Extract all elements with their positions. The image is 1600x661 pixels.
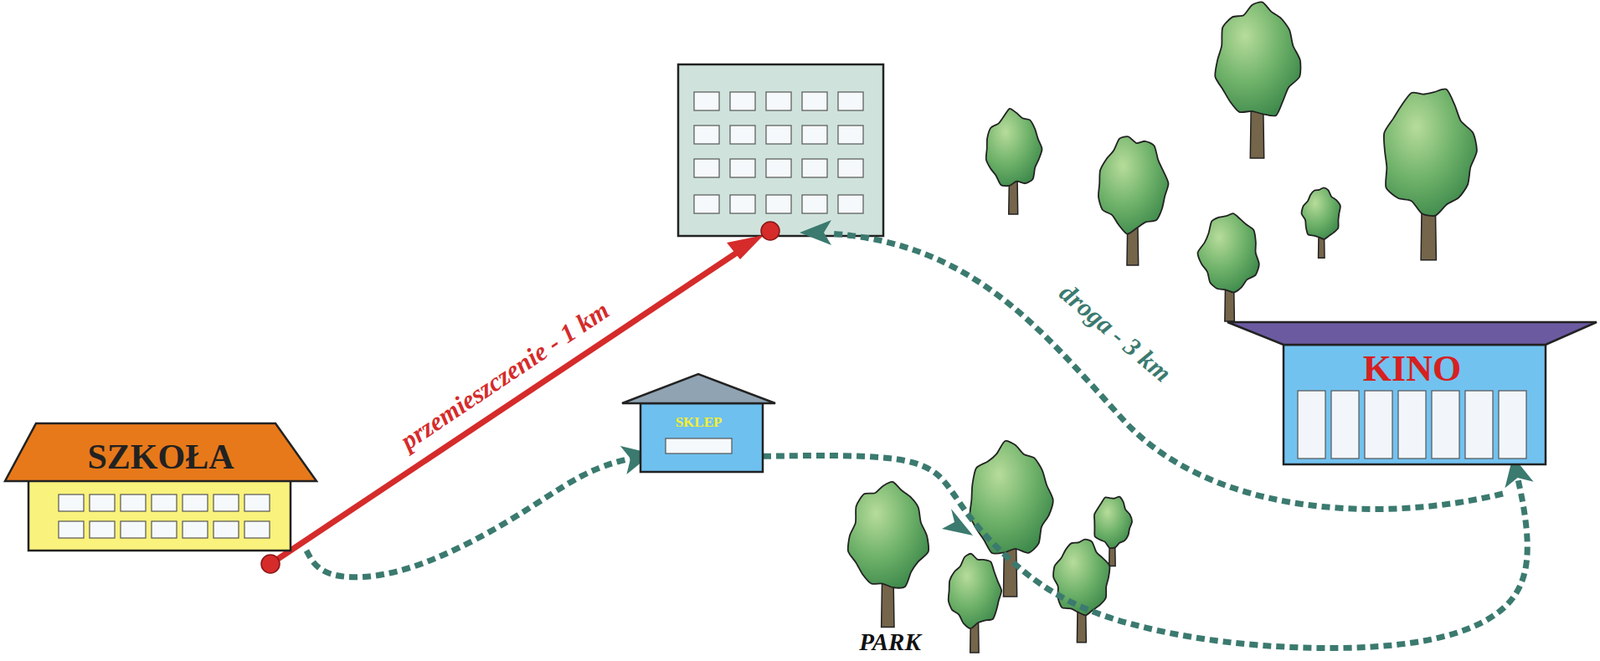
tree [1098, 136, 1169, 266]
start-dot [261, 555, 280, 574]
window [151, 521, 177, 539]
window [244, 494, 270, 512]
window [802, 92, 828, 111]
displacement-label: przemieszczenie - 1 km [392, 293, 618, 458]
window [244, 521, 270, 539]
block-windows [694, 92, 864, 214]
window [694, 195, 720, 214]
panel [1465, 390, 1493, 459]
panel [1498, 390, 1527, 459]
window [766, 159, 792, 178]
panel [1398, 390, 1426, 459]
tree [1198, 213, 1260, 322]
displacement-arrowhead [726, 235, 764, 260]
window [182, 521, 208, 539]
path-arrowhead [799, 220, 832, 246]
dotted-route [762, 455, 1528, 649]
building-body [640, 403, 763, 473]
window [213, 521, 239, 539]
panel [1431, 390, 1460, 459]
panel [1297, 390, 1326, 459]
tree [1053, 540, 1110, 644]
distance-label: droga - 3 km [1051, 276, 1180, 391]
window [182, 494, 208, 512]
tree [948, 554, 1002, 654]
window [213, 494, 239, 512]
tree-crown [1198, 213, 1260, 293]
tree-crown [969, 441, 1053, 555]
window [838, 92, 864, 111]
tree [848, 482, 929, 628]
block-body [678, 64, 884, 237]
window [766, 125, 792, 145]
window [58, 521, 84, 539]
tree-crown [1301, 187, 1341, 239]
apartment-block [678, 64, 884, 237]
window [89, 521, 115, 539]
building-name: SZKOŁA [5, 437, 317, 477]
window [802, 159, 828, 178]
window [838, 159, 864, 178]
tree [1383, 88, 1477, 260]
building-drawing [1227, 322, 1597, 465]
dotted-route [306, 456, 641, 578]
tree [1214, 1, 1301, 159]
window [89, 494, 115, 512]
window [730, 125, 756, 145]
tree-crown [948, 554, 1002, 629]
window [730, 92, 756, 111]
window [730, 195, 756, 214]
panel [1364, 390, 1393, 459]
building-body [28, 479, 291, 551]
roof [1227, 322, 1597, 345]
path-arrowhead [941, 509, 973, 536]
window [802, 195, 828, 214]
tree-crown [848, 482, 929, 589]
window [838, 125, 864, 145]
tree [1301, 187, 1341, 258]
tree-crown [1098, 136, 1169, 234]
tree-crown [1214, 1, 1301, 116]
end-dot [761, 221, 780, 241]
window [766, 195, 792, 214]
window [665, 438, 732, 454]
school-building: SZKOŁA [5, 423, 317, 551]
park-label: PARK [855, 629, 925, 657]
cinema-building: KINO [1227, 322, 1597, 465]
window [694, 92, 720, 111]
window [766, 92, 792, 111]
window [58, 494, 84, 512]
window [151, 494, 177, 512]
window [694, 159, 720, 178]
tree-crown [1094, 497, 1132, 550]
tree [986, 108, 1043, 215]
window [838, 195, 864, 214]
building-name: SKLEP [622, 415, 776, 432]
building-name: KINO [1227, 349, 1597, 390]
roof [5, 423, 317, 482]
window [120, 521, 146, 539]
window [694, 125, 720, 145]
tree-crown [1383, 88, 1477, 217]
window [802, 125, 828, 145]
window [730, 159, 756, 178]
shop-building: SKLEP [622, 374, 776, 473]
roof [622, 374, 776, 404]
window [120, 494, 146, 512]
panel [1331, 390, 1359, 459]
tree-crown [986, 108, 1043, 186]
